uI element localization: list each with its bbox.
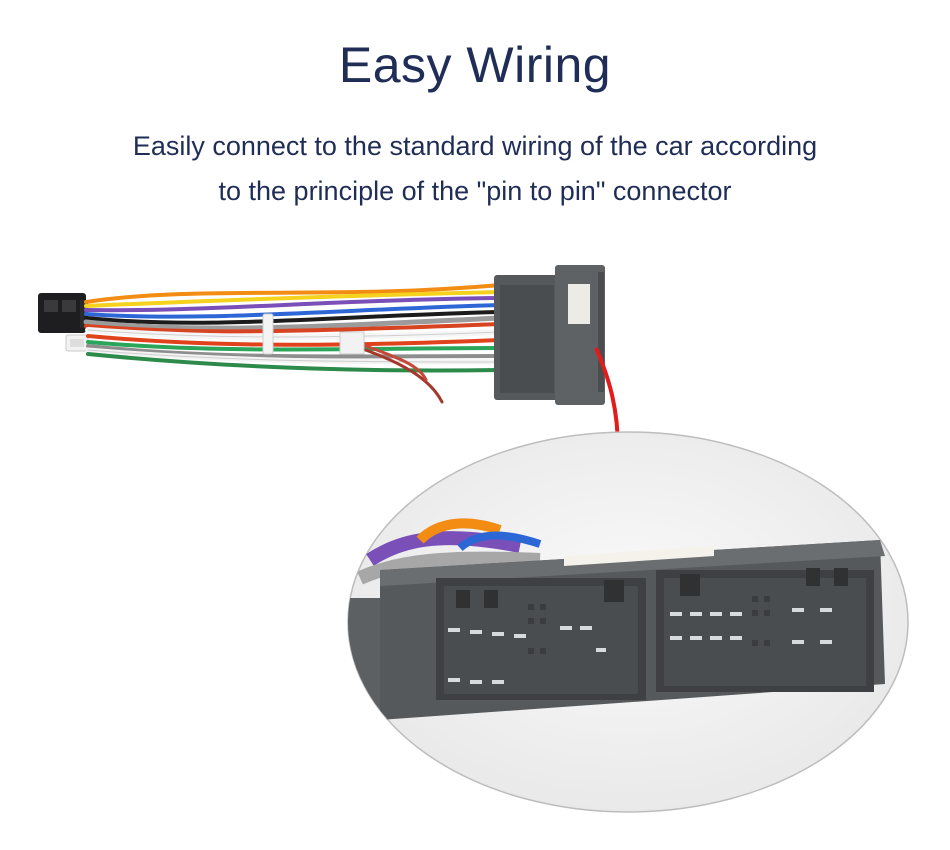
wire-label-tag bbox=[339, 331, 365, 355]
small-white-connector bbox=[65, 334, 89, 352]
page-title: Easy Wiring bbox=[338, 37, 612, 93]
harness-main-connector bbox=[494, 265, 605, 405]
wiring-harness-photo bbox=[38, 265, 638, 478]
subtitle-line-2: to the principle of the "pin to pin" con… bbox=[218, 176, 732, 206]
small-black-connector bbox=[38, 293, 88, 333]
wire-bundle bbox=[83, 283, 503, 404]
connector-pins-left bbox=[448, 626, 606, 684]
subtitle-line-1: Easily connect to the standard wiring of… bbox=[132, 131, 818, 161]
wiring-harness-illustration bbox=[38, 265, 909, 813]
cable-tie bbox=[262, 313, 274, 355]
connector-pins-right bbox=[670, 608, 832, 644]
page-subtitle: Easily connect to the standard wiring of… bbox=[60, 124, 890, 214]
connector-closeup bbox=[347, 431, 909, 813]
